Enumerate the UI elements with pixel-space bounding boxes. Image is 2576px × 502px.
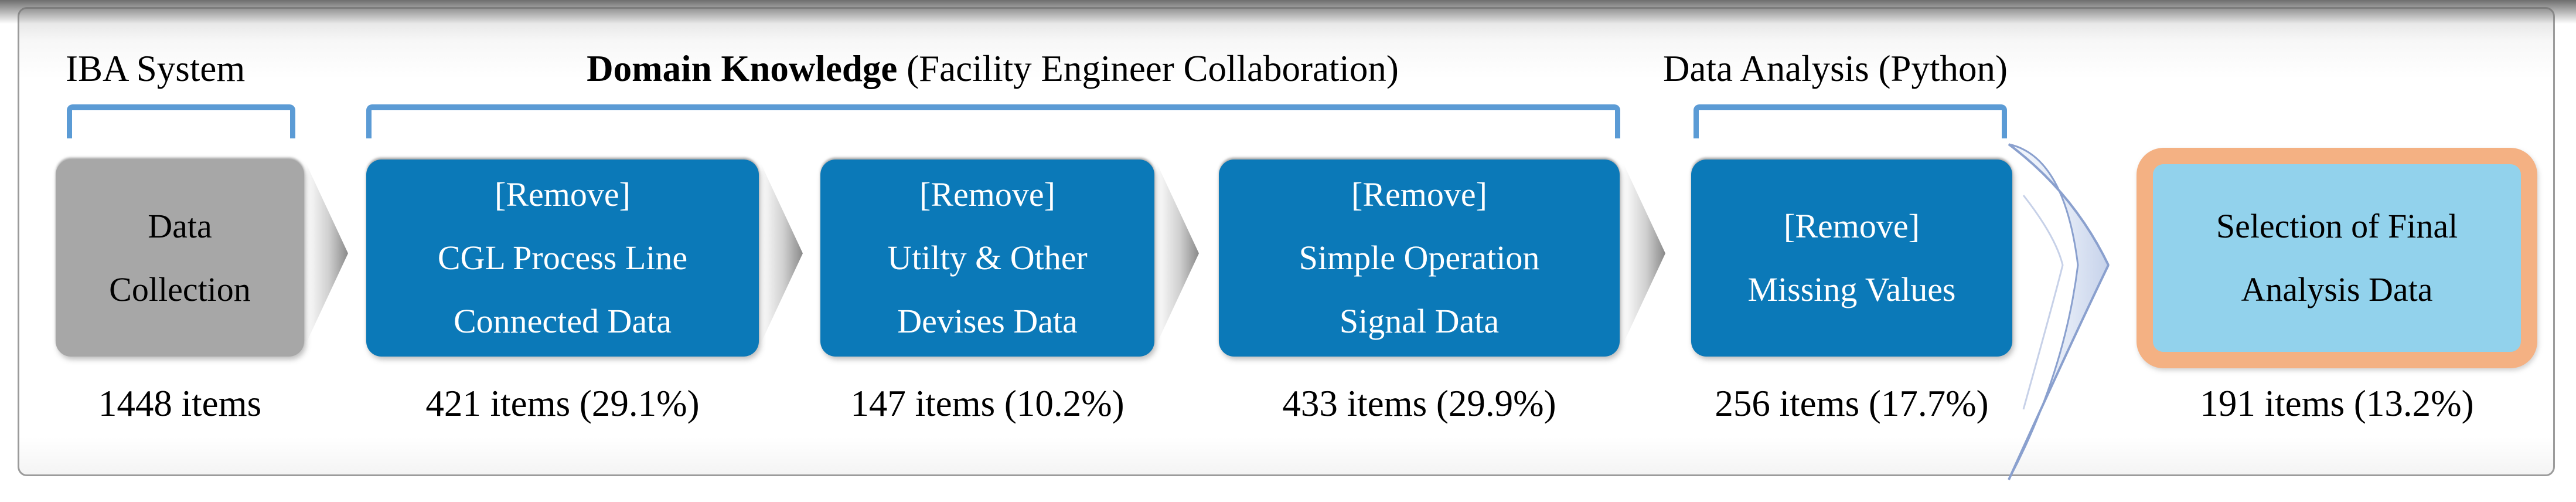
bracket-data-analysis <box>1694 104 2007 138</box>
box-data-collection: Data Collection <box>56 160 304 357</box>
count-utility-other-devices: 147 items (10.2%) <box>850 383 1125 424</box>
fancy-arrow-icon <box>2008 143 2110 480</box>
box-remove-utility-other-devices: [Remove] Utilty & Other Devises Data <box>820 160 1154 357</box>
group-label-iba-system: IBA System <box>66 48 246 89</box>
box-line: Connected Data <box>453 301 672 340</box>
box-line: Utilty & Other <box>887 239 1088 277</box>
flow-arrow-icon <box>1157 163 1199 344</box>
box-line: Collection <box>109 270 251 308</box>
domain-knowledge-bold-text: Domain Knowledge <box>587 48 898 89</box>
box-line: Data <box>148 207 212 246</box>
box-remove-simple-operation: [Remove] Simple Operation Signal Data <box>1219 160 1620 357</box>
count-final-selection: 191 items (13.2%) <box>2200 383 2474 424</box>
box-line: Simple Operation <box>1299 239 1540 277</box>
box-line: [Remove] <box>919 175 1055 214</box>
count-simple-operation: 433 items (29.9%) <box>1282 383 1556 424</box>
box-remove-cgl-process-line: [Remove] CGL Process Line Connected Data <box>366 160 759 357</box>
box-line: Missing Values <box>1747 270 1956 308</box>
box-line: [Remove] <box>495 175 631 214</box>
box-final-selection: Selection of Final Analysis Data <box>2137 148 2537 368</box>
count-missing-values: 256 items (17.7%) <box>1715 383 1989 424</box>
count-data-collection: 1448 items <box>98 383 262 424</box>
flow-arrow-icon <box>761 163 803 344</box>
flow-arrow-icon <box>1623 163 1665 344</box>
box-line: CGL Process Line <box>437 239 688 277</box>
box-line: Analysis Data <box>2241 270 2433 308</box>
count-cgl-process-line: 421 items (29.1%) <box>425 383 700 424</box>
domain-knowledge-rest-text: (Facility Engineer Collaboration) <box>897 48 1399 89</box>
flow-arrow-icon <box>306 163 348 344</box>
bracket-iba-system <box>67 104 295 138</box>
box-line: [Remove] <box>1784 207 1920 246</box>
box-line: Signal Data <box>1339 301 1500 340</box>
bracket-domain-knowledge <box>366 104 1620 138</box>
group-label-data-analysis: Data Analysis (Python) <box>1663 48 2008 89</box>
box-remove-missing-values: [Remove] Missing Values <box>1691 160 2012 357</box>
box-line: Devises Data <box>897 301 1078 340</box>
box-line: [Remove] <box>1351 175 1487 214</box>
box-line: Selection of Final <box>2216 207 2458 246</box>
group-label-domain-knowledge: Domain Knowledge (Facility Engineer Coll… <box>407 48 1579 89</box>
